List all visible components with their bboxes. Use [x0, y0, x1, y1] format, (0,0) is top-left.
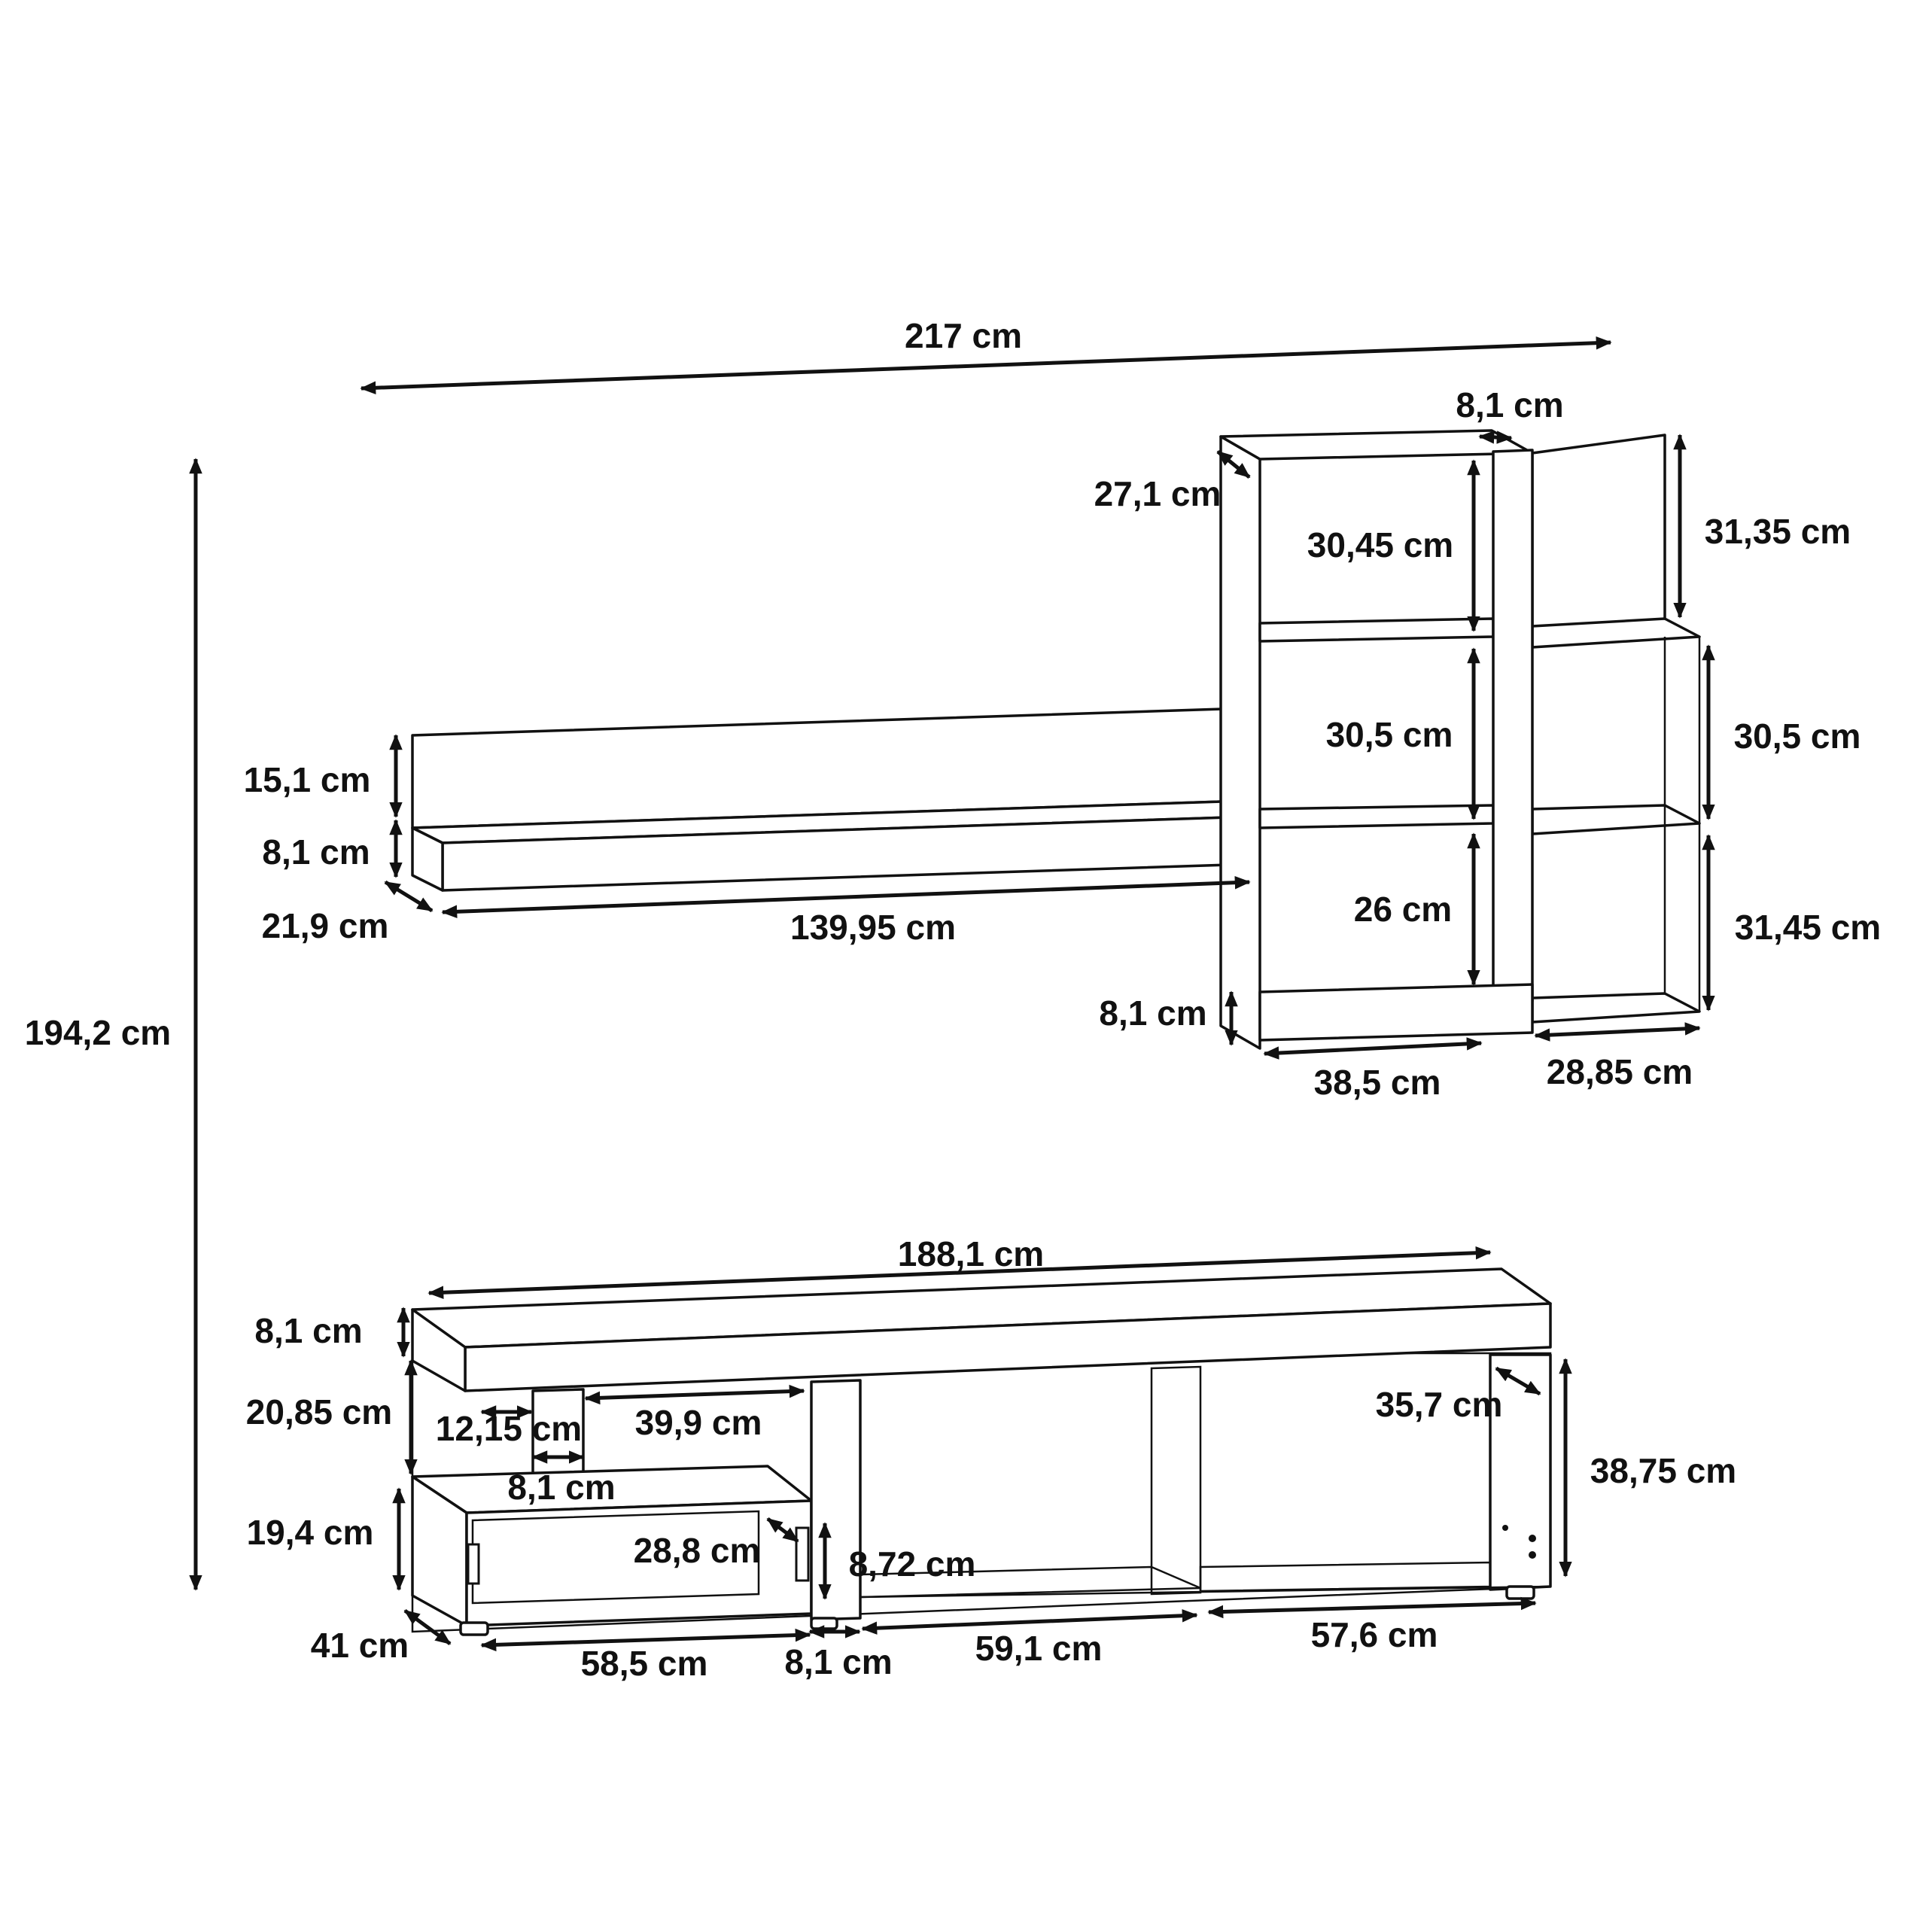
- label-tv-divider-gap: 8,72 cm: [849, 1544, 976, 1584]
- dimension-labels: 217 cm 194,2 cm 15,1 cm 8,1 cm 21,9 cm 1…: [25, 316, 1881, 1683]
- label-tv-lower-height: 19,4 cm: [247, 1513, 374, 1552]
- label-tv-inner-depth: 35,7 cm: [1376, 1385, 1503, 1424]
- tv-unit: [411, 1267, 1552, 1636]
- label-tv-upper-gap: 20,85 cm: [246, 1392, 392, 1432]
- label-tv-section-1: 58,5 cm: [581, 1644, 708, 1683]
- label-tower-side-2: 30,5 cm: [1734, 717, 1861, 756]
- label-tv-top-thickness: 8,1 cm: [254, 1311, 362, 1350]
- label-tower-compartment-2: 30,5 cm: [1326, 715, 1453, 754]
- label-tower-side-width: 28,85 cm: [1547, 1052, 1693, 1091]
- tower-bookcase: [1219, 429, 1701, 1050]
- wall-shelf: [411, 707, 1252, 892]
- dimension-lines: [189, 336, 1715, 1652]
- label-shelf-thickness: 8,1 cm: [262, 832, 370, 872]
- label-tower-compartment-3: 26 cm: [1354, 890, 1452, 929]
- label-total-height: 194,2 cm: [25, 1013, 171, 1052]
- label-shelf-back-height: 15,1 cm: [244, 760, 371, 799]
- label-tv-section-2: 59,1 cm: [975, 1629, 1103, 1668]
- label-tv-post-offset: 12,15 cm: [436, 1409, 582, 1448]
- label-tower-depth: 27,1 cm: [1094, 474, 1222, 513]
- label-tower-side-3: 31,45 cm: [1735, 908, 1881, 947]
- label-tv-depth: 41 cm: [311, 1626, 409, 1665]
- label-tv-open-width: 39,9 cm: [635, 1403, 762, 1442]
- label-tv-divider-width: 8,1 cm: [784, 1642, 892, 1681]
- label-tower-compartment-1: 30,45 cm: [1307, 525, 1453, 564]
- label-total-width: 217 cm: [905, 316, 1022, 355]
- label-shelf-depth: 21,9 cm: [262, 906, 389, 945]
- label-tower-side-1: 31,35 cm: [1705, 512, 1851, 551]
- label-tv-body-height: 38,75 cm: [1590, 1451, 1736, 1490]
- label-tv-unit-width: 188,1 cm: [898, 1234, 1044, 1273]
- label-tv-post-width: 8,1 cm: [507, 1468, 615, 1507]
- label-tv-section-3: 57,6 cm: [1311, 1615, 1438, 1654]
- label-tv-drawer-depth: 28,8 cm: [634, 1531, 761, 1570]
- label-tower-base-height: 8,1 cm: [1099, 993, 1206, 1033]
- label-tower-width: 38,5 cm: [1314, 1063, 1441, 1102]
- label-shelf-length: 139,95 cm: [790, 908, 956, 947]
- label-tower-post-width: 8,1 cm: [1456, 385, 1563, 424]
